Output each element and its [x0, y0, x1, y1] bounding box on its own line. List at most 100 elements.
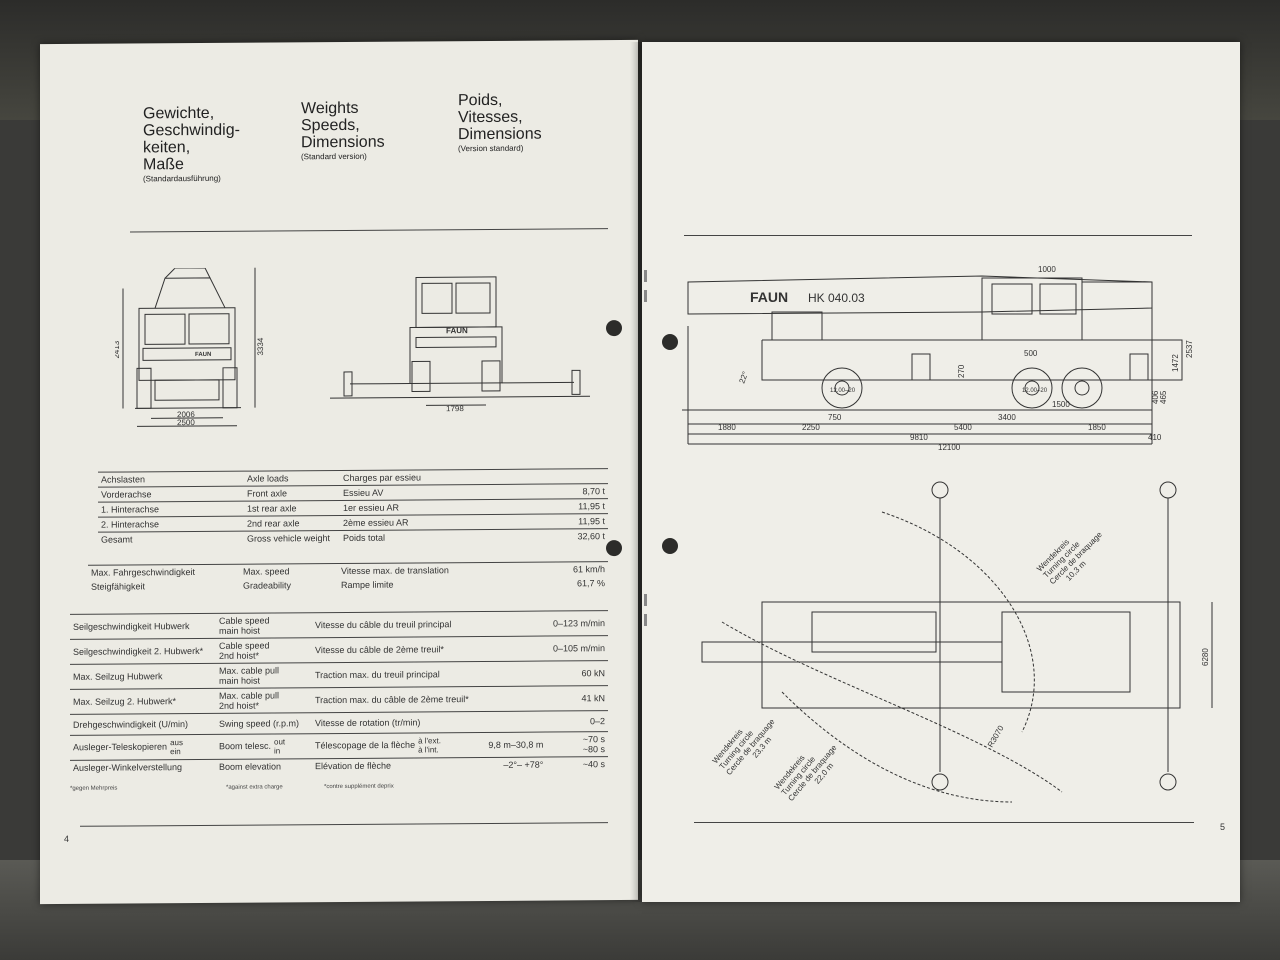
cell-de: Gesamt	[98, 531, 244, 547]
tire-label-front: 12.00–20	[830, 388, 856, 394]
staple	[644, 614, 647, 626]
cell-range	[481, 711, 547, 733]
cell-value: 61 km/h	[540, 561, 608, 577]
cell-fr: Essieu AV	[340, 484, 532, 501]
staple	[644, 270, 647, 282]
elevation-range: –2°– +78°	[481, 757, 547, 773]
table-row: Max. Seilzug 2. Hubwerk*Max. cable pull …	[70, 685, 608, 715]
cell-value: 11,95 t	[531, 498, 608, 515]
heading-en: Weights Speeds, Dimensions (Standard ver…	[301, 100, 385, 163]
crane-logo: FAUN	[750, 289, 788, 305]
cell-fr: Vitesse du câble de 2ème treuil*	[312, 636, 482, 663]
cell-value: 41 kN	[546, 685, 608, 712]
left-page: Gewichte, Geschwindig- keiten, Maße (Sta…	[40, 39, 638, 905]
cell-de: Seilgeschwindigkeit Hubwerk	[70, 613, 216, 640]
top-rule	[130, 228, 608, 233]
front-dim-height-1: 2413	[115, 340, 121, 358]
cell-fr: Poids total	[340, 529, 532, 545]
footnote-en: *against extra charge	[226, 784, 283, 791]
cell-range	[481, 636, 547, 662]
elevation-fr: Elévation de flèche	[312, 757, 482, 774]
heading-fr-subtitle: (Version standard)	[458, 143, 524, 154]
heading-en-subtitle: (Standard version)	[301, 151, 367, 162]
side-dim-right-2: 1472	[1171, 354, 1180, 372]
telescope-en-sub: out in	[274, 737, 286, 756]
side-dim-mid-5: 406	[1151, 390, 1160, 404]
cell-fr: Rampe limite	[341, 579, 394, 590]
side-dim-top: 1000	[1038, 265, 1056, 274]
heading-en-title: Weights Speeds, Dimensions	[301, 99, 385, 152]
table-row-elevation: Ausleger-Winkelverstellung Boom elevatio…	[70, 756, 608, 775]
cell-fr: 1er essieu AR	[340, 499, 532, 516]
telescope-fr-sub: à l'ext. à l'int.	[418, 736, 441, 755]
side-angle: 22°	[737, 370, 750, 384]
heading-fr-title: Poids, Vitesses, Dimensions	[458, 91, 542, 144]
cell-de: Seilgeschwindigkeit 2. Hubwerk*	[70, 638, 216, 665]
side-dim-mid-2: 270	[957, 364, 966, 378]
table-row: Seilgeschwindigkeit 2. Hubwerk*Cable spe…	[70, 635, 608, 665]
punch-hole	[606, 540, 622, 557]
rear-view-drawing: FAUN 1798	[330, 276, 590, 412]
cell-fr: Traction max. du treuil principal	[312, 661, 482, 688]
turning-circle-label-1: Wendekreis Turning circle Cercle de braq…	[1035, 530, 1104, 586]
cell-fr: Charges par essieu	[340, 469, 532, 486]
cell-en: Max. cable pull main hoist	[216, 662, 312, 689]
cell-de: Achslasten	[98, 471, 244, 488]
side-dim-b2-5: 410	[1148, 433, 1162, 442]
side-dim-mid-3: 1500	[1052, 400, 1070, 409]
cell-value: 32,60 t	[531, 528, 608, 544]
cell-en: Max. cable pull 2nd hoist*	[216, 687, 312, 714]
cell-value: 0–105 m/min	[546, 635, 608, 662]
width-label: 6280	[1201, 648, 1210, 666]
cell-value: 0–2	[546, 710, 608, 733]
punch-hole	[662, 538, 678, 554]
punch-hole	[606, 320, 622, 337]
turning-circle-label-2: Wendekreis Turning circle Cercle de braq…	[711, 717, 777, 777]
side-dim-b1-2: 3400	[998, 413, 1016, 422]
cell-de: Steigfähigkeit	[91, 581, 146, 592]
front-dim-height-2: 3334	[256, 337, 265, 355]
crane-top-view-drawing: Wendekreis Turning circle Cercle de braq…	[701, 481, 1213, 803]
side-dim-b1-1: 750	[828, 413, 842, 422]
cell-de: Max. Seilzug Hubwerk	[70, 663, 216, 690]
side-dim-right-1: 2537	[1185, 340, 1194, 358]
heading-de-title: Gewichte, Geschwindig- keiten, Maße	[143, 104, 240, 174]
cell-fr: Vitesse du câble du treuil principal	[312, 611, 482, 638]
cell-fr: Vitesse de rotation (tr/min)	[312, 711, 482, 734]
cell-fr: Traction max. du câble de 2ème treuil*	[312, 686, 482, 713]
punch-hole	[662, 334, 678, 350]
rear-logo: FAUN	[446, 326, 468, 335]
heading-fr: Poids, Vitesses, Dimensions (Version sta…	[458, 92, 542, 155]
cell-range	[481, 661, 547, 687]
cell-de: Drehgeschwindigkeit (U/min)	[70, 713, 216, 736]
cell-de: 2. Hinterachse	[98, 516, 244, 533]
bottom-rule	[80, 822, 608, 827]
cell-value: 11,95 t	[531, 513, 608, 530]
footnote-fr: *contre supplément deprix	[324, 783, 394, 791]
cell-value: 8,70 t	[531, 483, 608, 500]
cell-value: 61,7 %	[576, 578, 605, 589]
staple	[644, 290, 647, 302]
side-dim-b2-3: 5400	[954, 423, 972, 432]
cell-en: Front axle	[244, 485, 340, 502]
cell-range	[481, 686, 547, 712]
front-dim-width-2: 2500	[177, 418, 195, 427]
cell-en: Max. speed	[240, 563, 338, 579]
cell-fr: 2ème essieu AR	[340, 514, 532, 531]
heading-de: Gewichte, Geschwindig- keiten, Maße (Sta…	[143, 105, 240, 185]
side-dim-b2-1: 1880	[718, 423, 736, 432]
side-dim-b3: 9810	[910, 433, 928, 442]
front-logo: FAUN	[195, 352, 211, 358]
cell-value	[531, 468, 608, 485]
turning-circle-label-3: Wendekreis Turning circle Cercle de braq…	[773, 743, 839, 803]
cell-fr: Vitesse max. de translation	[338, 562, 541, 579]
side-dim-mid-4: 465	[1159, 390, 1168, 404]
cell-de: Vorderachse	[98, 486, 244, 503]
cell-en: Swing speed (r.p.m)	[216, 712, 312, 735]
page-number-left: 4	[64, 833, 70, 844]
cell-value: 0–123 m/min	[546, 610, 608, 637]
